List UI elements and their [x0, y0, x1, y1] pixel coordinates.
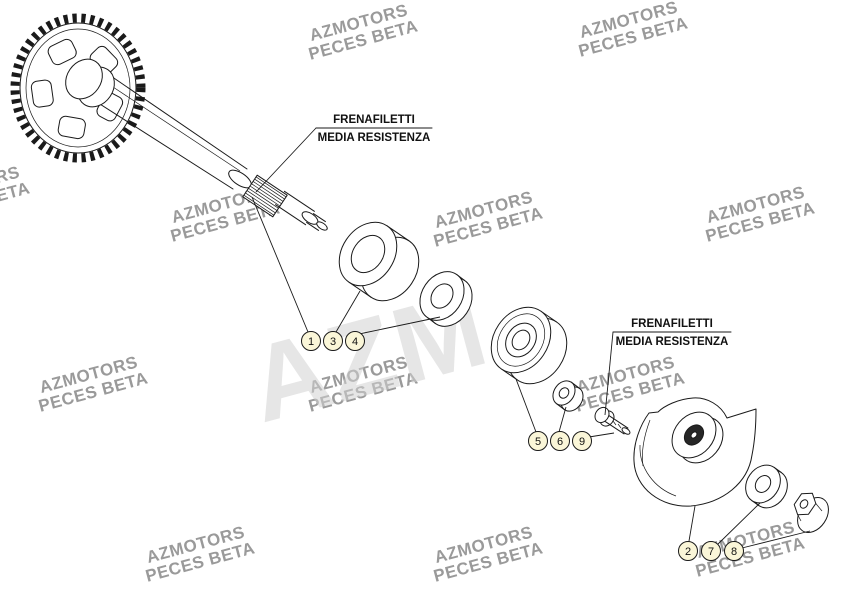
- watermark: AZMOTORS PECES BETA: [432, 522, 545, 585]
- shaft: [91, 73, 328, 231]
- balloon-circle: [345, 331, 365, 351]
- watermark: AZMOTORS PECES BETA: [577, 0, 690, 61]
- spline-teeth: [243, 176, 287, 216]
- part-counterweight: [633, 397, 757, 507]
- balloon-3[interactable]: 3: [323, 331, 343, 351]
- balloon-number: 6: [557, 436, 563, 448]
- balloon-circle: [323, 331, 343, 351]
- balloon-number: 5: [535, 436, 541, 448]
- balloon-1[interactable]: 1: [301, 331, 321, 351]
- balloon-group-shaft: 1 3 4: [301, 331, 365, 351]
- part-screw: [594, 406, 631, 435]
- balloon-group-bearing: 5 6 9: [528, 431, 592, 451]
- watermark-line2: PECES BETA: [0, 178, 32, 225]
- balloon-number: 3: [330, 336, 336, 348]
- watermark: AZMOTORS PECES BETA: [37, 352, 150, 415]
- balloon-number: 4: [352, 336, 358, 348]
- threadlocker-subtitle: MEDIA RESISTENZA: [616, 336, 729, 348]
- threadlocker-title: FRENAFILETTI: [631, 318, 713, 330]
- balloon-circle: [572, 431, 592, 451]
- part-flange-nut: [793, 492, 829, 533]
- watermark: AZMOTORS PECES BETA: [0, 162, 32, 225]
- watermark: AZMOTORS PECES BETA: [307, 0, 420, 63]
- part-washer: [745, 464, 788, 509]
- part-small-spacer: [552, 380, 584, 412]
- balloon-number: 8: [731, 546, 737, 558]
- balloon-number: 1: [308, 336, 314, 348]
- balloon-circle: [678, 541, 698, 561]
- balloon-2[interactable]: 2: [678, 541, 698, 561]
- part-balancer-shaft-gear: [10, 13, 328, 231]
- balloon-circle: [550, 431, 570, 451]
- threadlocker-label-right: FRENAFILETTI MEDIA RESISTENZA: [604, 318, 732, 416]
- watermark: AZMOTORS PECES BETA: [432, 187, 545, 250]
- part-spacer-bushing: [338, 221, 420, 302]
- leader-lines: [251, 196, 811, 549]
- balloon-8[interactable]: 8: [724, 541, 744, 561]
- balloon-7[interactable]: 7: [701, 541, 721, 561]
- balloon-9[interactable]: 9: [572, 431, 592, 451]
- part-thrust-washer: [419, 271, 473, 327]
- gear-rim: [25, 28, 131, 148]
- balloon-number: 9: [579, 436, 585, 448]
- part-ball-bearing: [490, 306, 568, 385]
- balloon-group-counterweight: 2 7 8: [678, 541, 744, 561]
- balloon-6[interactable]: 6: [550, 431, 570, 451]
- gear-teeth: [10, 13, 146, 163]
- balloon-circle: [724, 541, 744, 561]
- threadlocker-subtitle: MEDIA RESISTENZA: [318, 132, 431, 144]
- balloon-number: 2: [685, 546, 691, 558]
- hub-front: [65, 58, 103, 100]
- threadlocker-title: FRENAFILETTI: [333, 114, 415, 126]
- balloon-circle: [301, 331, 321, 351]
- balloon-circle: [528, 431, 548, 451]
- balloon-circle: [701, 541, 721, 561]
- balloon-4[interactable]: 4: [345, 331, 365, 351]
- balloon-number: 7: [708, 546, 714, 558]
- watermark: AZMOTORS PECES BETA: [144, 522, 257, 585]
- balloon-5[interactable]: 5: [528, 431, 548, 451]
- watermark: AZMOTORS PECES BETA: [704, 182, 817, 245]
- threadlocker-label-top: FRENAFILETTI MEDIA RESISTENZA: [255, 114, 433, 193]
